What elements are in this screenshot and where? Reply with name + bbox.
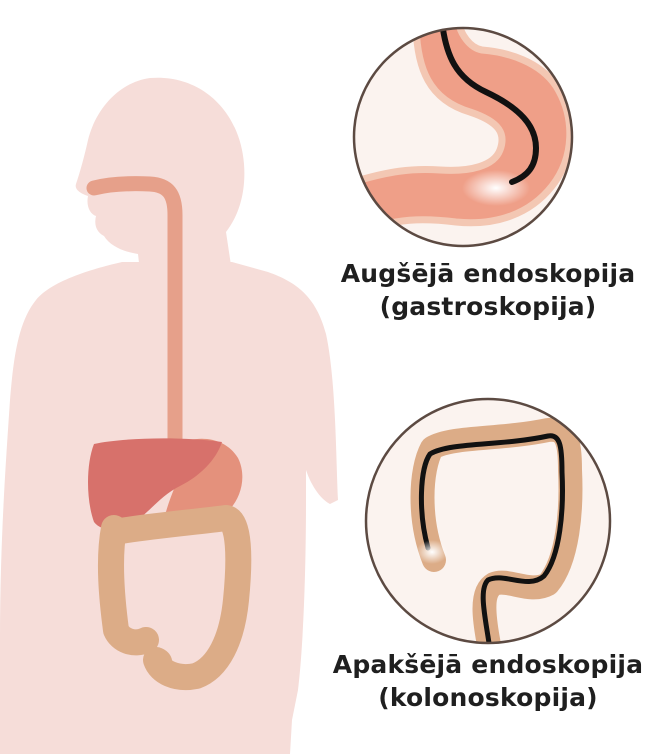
lower-endoscopy-caption: Apakšējā endoskopija (kolonoskopija) (308, 648, 654, 714)
upper-endoscopy-subtitle: (gastroskopija) (308, 290, 654, 323)
lower-endoscopy-subtitle: (kolonoskopija) (308, 681, 654, 714)
upper-endoscopy-caption: Augšējā endoskopija (gastroskopija) (308, 257, 654, 323)
colonoscopy-closeup (366, 399, 610, 650)
lower-endoscopy-title: Apakšējā endoskopija (308, 648, 654, 681)
gastroscopy-closeup (354, 20, 572, 246)
upper-endoscopy-title: Augšējā endoskopija (308, 257, 654, 290)
